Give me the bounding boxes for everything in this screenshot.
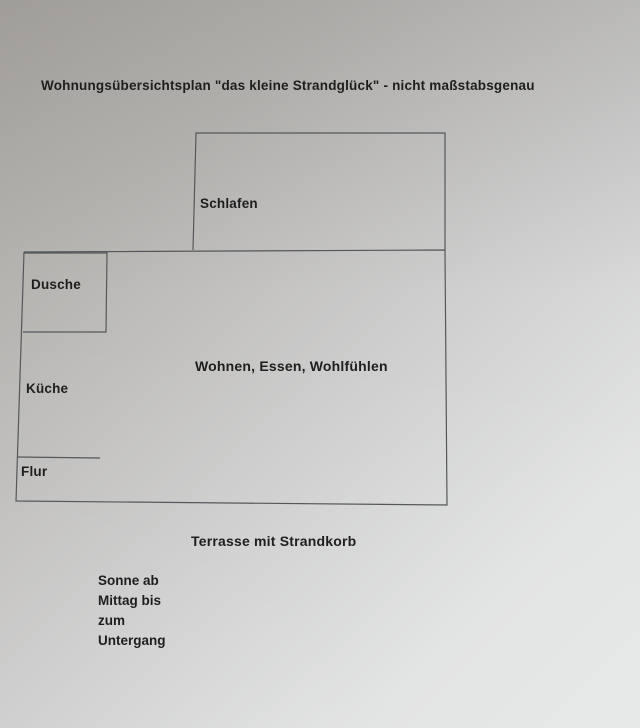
shower-walls [23, 252, 108, 333]
terrace-label: Terrasse mit Strandkorb [191, 533, 357, 549]
room-label-dusche: Dusche [31, 277, 81, 292]
sun-note-line: Mittag bis [98, 593, 161, 608]
main-walls [15, 249, 448, 506]
sun-note-line: Untergang [98, 633, 166, 648]
room-label-kueche: Küche [26, 381, 69, 396]
sun-note-line: Sonne ab [98, 573, 159, 588]
bedroom-walls [192, 132, 446, 251]
sun-note-line: zum [98, 613, 125, 628]
hallway-divider [16, 456, 101, 459]
room-label-flur: Flur [21, 464, 48, 479]
sun-note: Sonne ab Mittag bis zum Untergang [98, 571, 166, 651]
plan-title: Wohnungsübersichtsplan "das kleine Stran… [41, 78, 535, 93]
room-label-wohnen: Wohnen, Essen, Wohlfühlen [195, 358, 388, 374]
room-label-schlafen: Schlafen [200, 196, 258, 211]
